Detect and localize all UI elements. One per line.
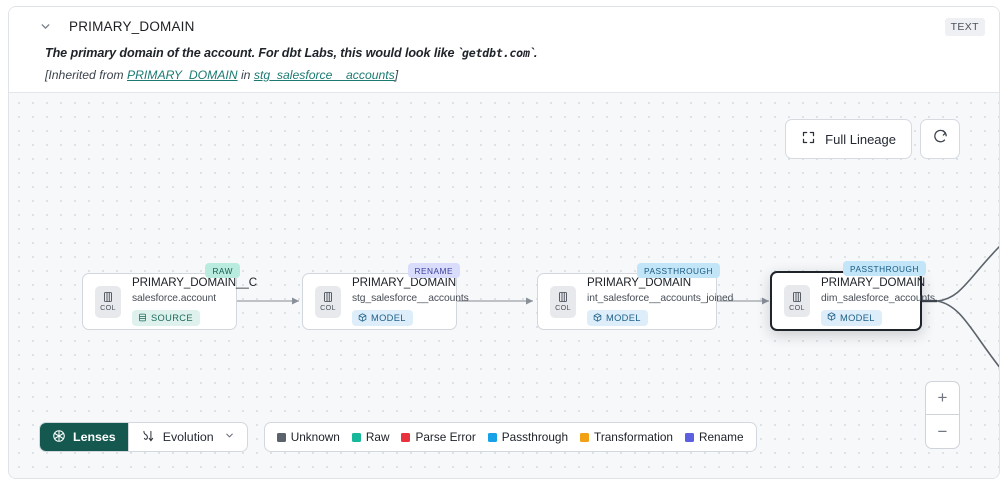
legend-item: Parse Error	[401, 430, 476, 444]
inherited-mid: in	[237, 68, 254, 82]
node-tag: RENAME	[407, 263, 460, 278]
node-kind-badge: MODEL	[821, 309, 882, 326]
legend-swatch	[401, 432, 411, 442]
legend-item: Rename	[684, 430, 744, 444]
node-tag: PASSTHROUGH	[843, 261, 926, 276]
full-lineage-button[interactable]: Full Lineage	[785, 119, 912, 159]
legend-label: Passthrough	[501, 430, 569, 444]
legend-item: Transformation	[580, 430, 673, 444]
legend-swatch	[684, 432, 694, 442]
legend-label: Raw	[365, 430, 390, 444]
type-badge: TEXT	[944, 18, 985, 36]
inherited-from-note: [Inherited from PRIMARY_DOMAIN in stg_sa…	[45, 68, 985, 82]
node-title: PRIMARY_DOMAIN	[821, 275, 926, 289]
lineage-node[interactable]: RENAME COL PRIMARY_DOMAIN stg_salesforce…	[302, 263, 469, 330]
node-body: PRIMARY_DOMAIN int_salesforce__accounts_…	[587, 276, 733, 327]
node-title: PRIMARY_DOMAIN	[587, 276, 692, 289]
legend-label: Transformation	[594, 430, 673, 444]
panel-header: PRIMARY_DOMAIN TEXT The primary domain o…	[9, 7, 999, 92]
column-icon: COL	[784, 285, 810, 317]
canvas-toolbar: Full Lineage	[785, 119, 960, 159]
node-body: PRIMARY_DOMAIN stg_salesforce__accounts …	[352, 276, 469, 327]
node-subtitle: dim_salesforce_accounts	[821, 292, 935, 304]
legend-swatch	[276, 432, 286, 442]
evolution-icon	[141, 429, 155, 446]
refresh-button[interactable]	[920, 119, 960, 159]
node-body: PRIMARY_DOMAIN dim_salesforce_accounts M…	[821, 276, 935, 327]
legend-label: Unknown	[290, 430, 340, 444]
description-code: getdbt.com	[461, 46, 530, 60]
lineage-node[interactable]: PASSTHROUGH COL PRIMARY_DOMAIN int_sales…	[537, 263, 733, 330]
zoom-in-button[interactable]: +	[926, 382, 959, 415]
lineage-node-selected[interactable]: PASSTHROUGH COL PRIMARY_DOMAIN dim_sales…	[770, 261, 935, 331]
aperture-icon	[52, 429, 66, 446]
edge-color-legend: Unknown Raw Parse Error Passthrough Tran…	[263, 422, 757, 452]
node-tag: RAW	[205, 263, 240, 278]
inherited-suffix: ]	[394, 68, 399, 82]
table-icon	[138, 313, 147, 324]
node-subtitle: stg_salesforce__accounts	[352, 293, 469, 305]
legend-item: Unknown	[276, 430, 340, 444]
node-kind-badge: SOURCE	[132, 310, 200, 327]
cube-icon	[358, 313, 367, 324]
legend-swatch	[351, 432, 361, 442]
inherited-model-link[interactable]: stg_salesforce__accounts	[253, 68, 395, 82]
legend-label: Parse Error	[415, 430, 476, 444]
lenses-segment-group: Lenses Evolution	[39, 422, 248, 452]
column-chip-label: COL	[555, 303, 571, 313]
chevron-down-icon	[224, 430, 235, 444]
column-chip-label: COL	[100, 303, 116, 313]
node-kind-label: MODEL	[371, 313, 406, 324]
node-title: PRIMARY_DOMAIN	[352, 276, 457, 289]
column-chip-label: COL	[789, 302, 805, 312]
zoom-out-button[interactable]: −	[937, 421, 948, 441]
legend-item: Raw	[351, 430, 390, 444]
node-subtitle: salesforce.account	[132, 293, 217, 305]
column-chip-label: COL	[320, 303, 336, 313]
lenses-label: Lenses	[73, 430, 116, 444]
evolution-dropdown[interactable]: Evolution	[127, 423, 247, 451]
node-subtitle: int_salesforce__accounts_joined	[587, 293, 734, 305]
cube-icon	[827, 312, 836, 323]
lenses-button[interactable]: Lenses	[40, 423, 128, 451]
cube-icon	[593, 313, 602, 324]
node-kind-label: SOURCE	[151, 313, 193, 324]
chevron-down-icon[interactable]	[37, 18, 53, 34]
header-divider	[9, 92, 999, 93]
description-text-pre: The primary domain of the account. For d…	[45, 46, 462, 60]
evolution-label: Evolution	[162, 430, 214, 444]
lineage-node[interactable]: RAW COL PRIMARY_DOMAIN__C salesforce.acc…	[82, 263, 257, 330]
node-title: PRIMARY_DOMAIN__C	[132, 276, 258, 289]
node-kind-badge: MODEL	[587, 310, 648, 327]
legend-item: Passthrough	[487, 430, 569, 444]
full-lineage-label: Full Lineage	[825, 131, 896, 147]
inherited-column-link[interactable]: PRIMARY_DOMAIN	[126, 68, 238, 82]
lineage-graph: RAW COL PRIMARY_DOMAIN__C salesforce.acc…	[9, 93, 999, 478]
legend-swatch	[487, 432, 497, 442]
node-tag: PASSTHROUGH	[637, 263, 720, 278]
refresh-icon	[932, 128, 949, 150]
legend-label: Rename	[698, 430, 744, 444]
node-kind-label: MODEL	[606, 313, 641, 324]
node-body: PRIMARY_DOMAIN__C salesforce.account SOU…	[132, 276, 257, 327]
header-title-row: PRIMARY_DOMAIN	[23, 16, 985, 36]
column-description: The primary domain of the account. For d…	[45, 46, 985, 60]
inherited-prefix: [Inherited from	[45, 68, 127, 82]
expand-corners-icon	[801, 130, 816, 148]
legend-swatch	[580, 432, 590, 442]
node-kind-badge: MODEL	[352, 310, 413, 327]
column-icon: COL	[95, 285, 121, 318]
column-icon: COL	[550, 285, 576, 318]
column-detail-panel: PRIMARY_DOMAIN TEXT The primary domain o…	[8, 6, 1000, 479]
lineage-canvas[interactable]: Full Lineage	[9, 93, 999, 478]
zoom-controls: + −	[925, 381, 960, 449]
description-text-post: `.	[529, 46, 538, 60]
column-icon: COL	[315, 285, 341, 318]
page-title: PRIMARY_DOMAIN	[69, 18, 195, 34]
canvas-bottom-bar: Lenses Evolution Unknown Raw	[39, 422, 757, 452]
node-kind-label: MODEL	[840, 312, 875, 323]
